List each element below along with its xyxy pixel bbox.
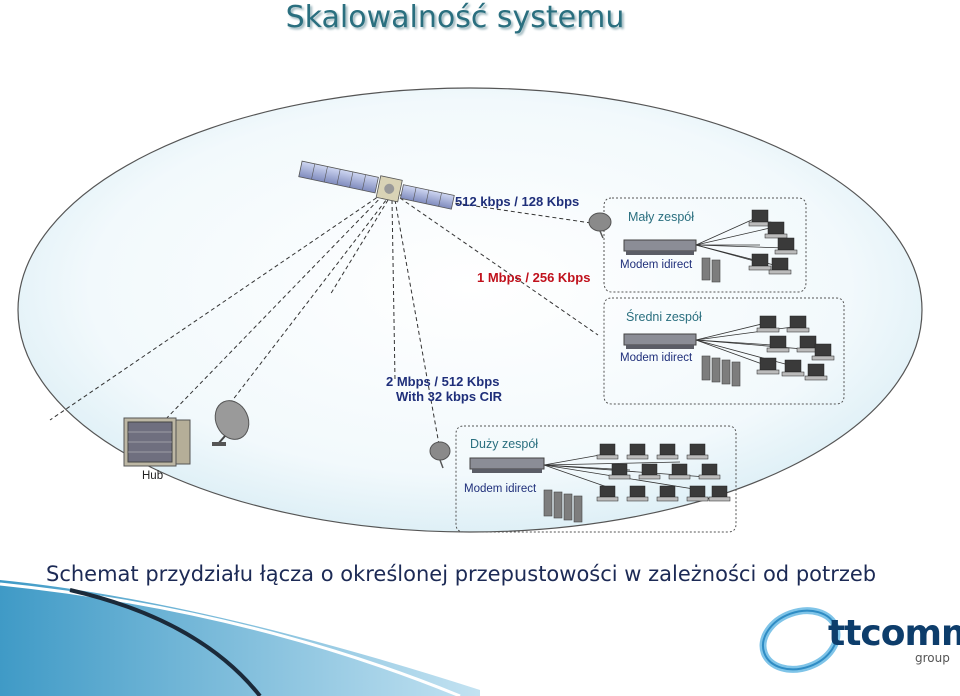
small-modem-icon	[623, 239, 697, 255]
link-label-large-2: With 32 kbps CIR	[396, 389, 503, 404]
large-dish-icon	[429, 441, 451, 469]
small-group-modem: Modem idirect	[620, 259, 693, 271]
link-label-small: 512 kbps / 128 Kbps	[455, 194, 579, 209]
logo-name: ttcomm	[828, 613, 960, 654]
hub-dish-icon	[212, 400, 250, 446]
medium-group-name: Średni zespół	[626, 309, 702, 324]
large-group-box: Duży zespół Modem idirect	[455, 425, 737, 533]
small-phones-icon	[701, 257, 721, 283]
link-lines	[49, 189, 599, 451]
small-group-box: Mały zespół Modem idirect	[603, 197, 807, 293]
medium-group-box: Średni zespół Modem idirect	[603, 297, 845, 405]
small-group-name: Mały zespół	[628, 210, 694, 224]
link-label-medium: 1 Mbps / 256 Kbps	[477, 270, 590, 285]
ttcomm-logo-icon	[759, 607, 841, 673]
small-network-lines	[695, 217, 786, 267]
logo-sub: group	[915, 651, 950, 665]
large-modem-icon	[469, 457, 545, 473]
large-group-name: Duży zespół	[470, 437, 538, 451]
medium-phones-icon	[701, 355, 741, 387]
medium-computers-icon	[756, 315, 835, 381]
small-dish-icon	[588, 212, 612, 239]
small-computers-icon	[748, 209, 798, 275]
large-phones-icon	[543, 489, 583, 523]
large-group-modem: Modem idirect	[464, 483, 537, 495]
link-label-large-1: 2 Mbps / 512 Kbps	[386, 374, 499, 389]
subtitle: Schemat przydziału łącza o określonej pr…	[46, 562, 877, 586]
medium-group-modem: Modem idirect	[620, 352, 693, 364]
large-computers-icon	[596, 443, 731, 502]
medium-network-lines	[695, 321, 816, 369]
decorative-swoosh-line	[0, 582, 461, 696]
decorative-swoosh-dark	[69, 588, 262, 696]
medium-modem-icon	[623, 333, 697, 349]
decorative-swoosh	[0, 580, 480, 696]
page-title: Skalowalność systemu	[285, 0, 625, 35]
satellite-icon	[298, 160, 455, 210]
hub-rack-icon	[123, 417, 191, 467]
hub-label: Hub	[142, 470, 163, 482]
